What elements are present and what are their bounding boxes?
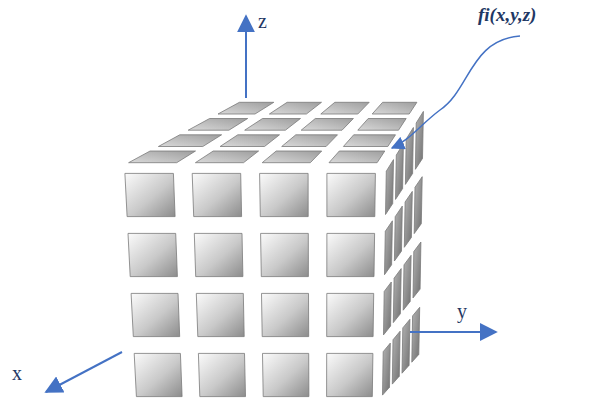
cube-front-cell [327,293,374,336]
cube-front-cell [192,173,241,216]
cube-top-cell [129,151,196,163]
cube-top-cell [321,102,369,114]
cube-side-cell [404,191,412,247]
cube-side-cell [392,331,400,384]
z-axis [245,16,247,98]
axis-label: x [12,362,22,385]
cube-top-cell [372,102,417,114]
cube-front-cell [262,293,309,336]
cube-front-cell [260,173,309,216]
cube-front-cell [327,233,375,276]
axis-label: z [258,10,267,33]
x-axis [46,352,122,392]
cube-front-cell [194,233,243,276]
cube-side-cell [396,144,404,200]
function-label: fi(x,y,z) [478,4,536,26]
cube-front-cell [263,353,309,396]
cube-side-cell [385,221,393,275]
cube-front-cell [198,353,245,396]
y-axis [410,331,496,333]
cube-side-cell [412,307,420,362]
cube-top-cell [329,151,385,163]
cube-side-cell [415,111,423,169]
cube-front-cell [128,233,177,276]
cube-side-cell [413,242,421,298]
cube-front-cell [131,293,180,336]
cube-top-cell [188,119,248,131]
axis-label: y [457,300,467,323]
cube-top-cell [195,151,258,163]
cube-side-cell [386,160,394,215]
cube-front-cell [125,173,175,216]
cube-side-cell [394,206,402,261]
cube-top-cell [301,119,353,131]
cube-top-cell [269,102,321,114]
cube-top-cell [220,135,279,147]
cube-top-cell [218,102,274,114]
cube-front-cell [327,173,376,216]
cube-top-cell [262,151,322,163]
cube-top-cell [358,119,406,131]
cube-side-cell [414,177,422,234]
cube-top-cell [343,135,395,147]
cube-side-cell [384,282,392,335]
cube-front-cell [327,353,373,396]
cube-top-cell [158,135,221,147]
leader-arrow [392,36,520,148]
cube-side-cell [402,319,410,373]
cube-side-cell [403,255,411,310]
cube-top-cell [245,119,301,131]
cube-top-cell [282,135,338,147]
cube-side-cell [393,269,401,323]
cube-front-cell [134,353,182,396]
cube-front-cell [261,233,309,276]
cube-grid [125,102,424,396]
cube-front-cell [196,293,244,336]
cube-side-cell [383,343,391,395]
